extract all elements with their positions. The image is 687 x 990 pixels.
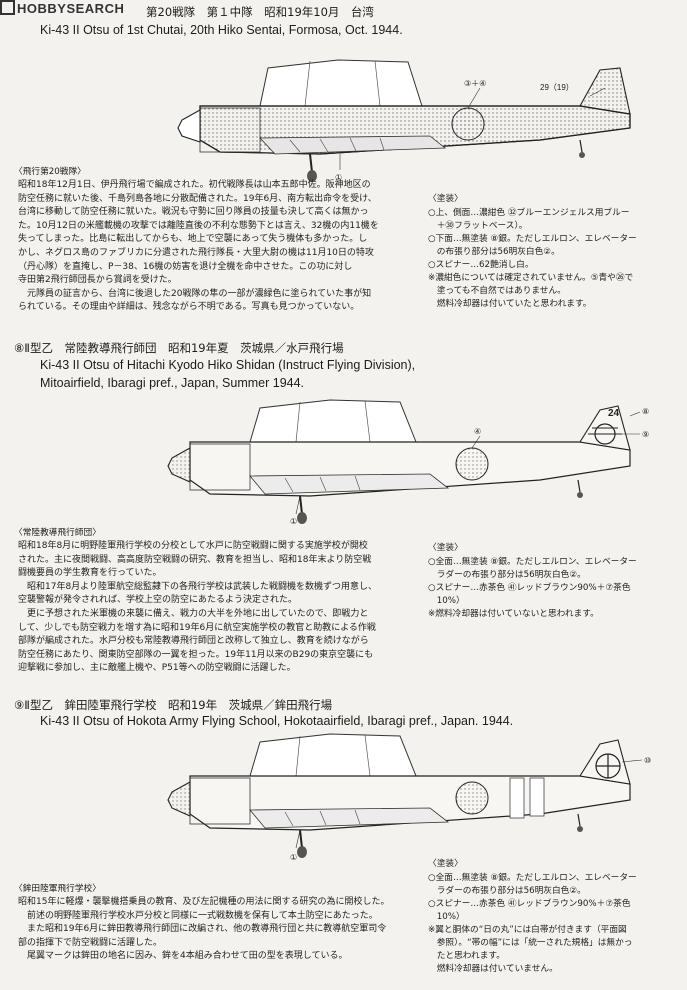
profile8-callout-a: ⑧ (642, 407, 649, 416)
profile7-paint-body: ○上、側面…濃紺色 ㉜ブルーエンジェルス用ブルー ＋㉚フラットベース）。 ○下面… (428, 208, 637, 309)
profile9-paint-body: ○全面…無塗装 ⑧銀。ただしエルロン、エレベーター ラダーの布張り部分は56明灰… (428, 873, 637, 974)
profile7-aircraft-drawing: ③＋④ 29（19） ① (160, 48, 650, 183)
profile9-callout-b: ① (290, 853, 297, 862)
profile9-title-en: Ki-43 II Otsu of Hokota Army Flying Scho… (40, 714, 514, 728)
profile8-callout-b: ⑨ (642, 430, 649, 439)
profile9-aircraft-drawing: ⑩ ① (160, 732, 670, 864)
profile8-callout-number: 24 (608, 408, 620, 419)
profile7-note-body: 昭和18年12月1日、伊丹飛行場で編成された。初代戦隊長は山本五郎中佐。阪神地区… (18, 180, 379, 313)
profile9-note-body: 昭和15年に軽爆・襲撃機搭乗員の教育、及び左記機種の用法に関する研究の為に開校し… (18, 897, 390, 962)
profile8-title-en-line2: Mitoairfield, Ibaragi pref., Japan, Summ… (40, 376, 305, 390)
profile8-title-en-line1: Ki-43 II Otsu of Hitachi Kyodo Hiko Shid… (40, 358, 416, 372)
profile7-callout-c: ① (335, 173, 342, 182)
logo-text: HOBBYSEARCH (17, 1, 125, 16)
profile7-callout-a: ③＋④ (464, 79, 486, 88)
profile9-callout-a: ⑩ (644, 756, 651, 765)
logo-mark-icon (0, 0, 15, 15)
profile7-title-jp: 第20戦隊 第１中隊 昭和19年10月 台湾 (146, 5, 374, 19)
profile8-paint-heading: 〈塗装〉 (428, 543, 463, 553)
profile7-note-heading: 〈飛行第20戦隊〉 (14, 167, 86, 177)
profile7-callout-b: 29（19） (540, 83, 574, 92)
profile9-paint-heading: 〈塗装〉 (428, 859, 463, 869)
site-logo: HOBBYSEARCH (0, 0, 124, 16)
profile8-callout-d: ① (290, 517, 297, 526)
profile8-paint-body: ○全面…無塗装 ⑧銀。ただしエルロン、エレベーター ラダーの布張り部分は56明灰… (428, 557, 637, 619)
profile8-callout-c: ④ (474, 427, 481, 436)
profile8-note-heading: 〈常陸教導飛行師団〉 (14, 528, 101, 538)
profile9-note-heading: 〈鉾田陸軍飛行学校〉 (14, 884, 101, 894)
profile8-note-body: 昭和18年8月に明野陸軍飛行学校の分校として水戸に防空戦闘に関する実施学校が開校… (18, 541, 378, 674)
profile8-title-jp: ⑧Ⅱ型乙 常陸教導飛行師団 昭和19年夏 茨城県／水戸飛行場 (14, 341, 344, 355)
profile7-paint-heading: 〈塗装〉 (428, 194, 463, 204)
profile9-title-jp: ⑨Ⅱ型乙 鉾田陸軍飛行学校 昭和19年 茨城県／鉾田飛行場 (14, 698, 333, 712)
profile7-title-en: Ki-43 II Otsu of 1st Chutai, 20th Hiko S… (40, 23, 403, 37)
profile8-aircraft-drawing: 24 ⑧ ⑨ ④ ① (160, 396, 670, 528)
